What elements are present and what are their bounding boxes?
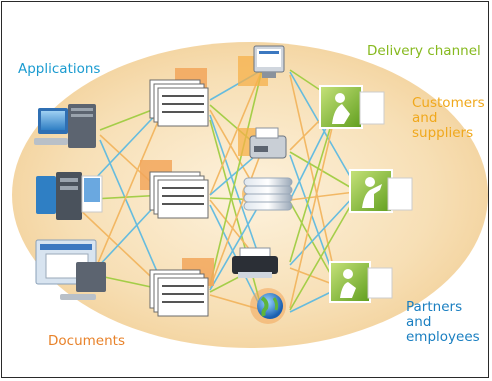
globe-icon bbox=[250, 288, 286, 324]
document-stack-icon bbox=[140, 160, 209, 219]
person-presenting-icon bbox=[349, 169, 413, 213]
cd-disc-icon bbox=[242, 177, 293, 211]
document-stack-icon bbox=[149, 258, 214, 317]
partners-employees-label: Partners and employees bbox=[406, 299, 480, 345]
printer-icon bbox=[232, 247, 278, 278]
server-tower-icon bbox=[36, 172, 103, 220]
document-stack-icon bbox=[149, 68, 209, 127]
delivery-channel-label: Delivery channel bbox=[367, 43, 481, 59]
fax-machine-icon bbox=[238, 127, 287, 159]
applications-label: Applications bbox=[18, 61, 101, 77]
desktop-computer-icon bbox=[34, 104, 96, 148]
person-desk-icon bbox=[329, 261, 393, 303]
person-reading-icon bbox=[319, 85, 385, 129]
windows-workstation-icon bbox=[35, 239, 106, 300]
documents-label: Documents bbox=[48, 333, 125, 349]
monitor-icon bbox=[238, 45, 285, 86]
customers-suppliers-label: Customers and suppliers bbox=[412, 95, 485, 141]
